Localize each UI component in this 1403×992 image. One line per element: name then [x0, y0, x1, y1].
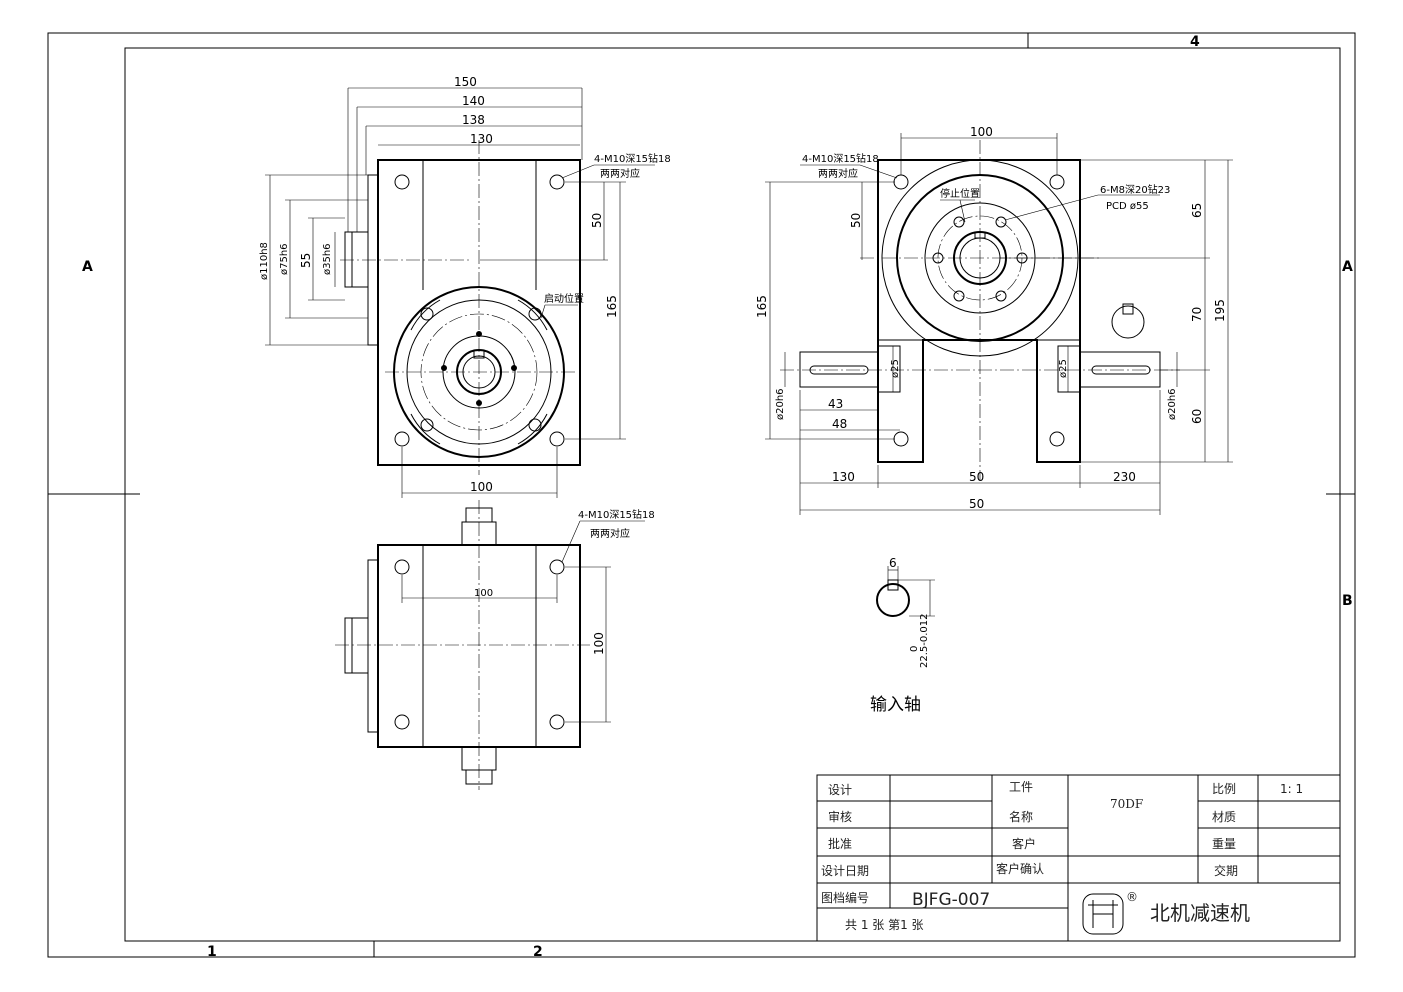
side-dim-70: 70: [1190, 307, 1204, 322]
front-dim-dia35: ø35h6: [322, 243, 333, 275]
tb-scale-value: 1: 1: [1280, 782, 1303, 796]
tb-drawing-no: BJFG-007: [912, 890, 990, 910]
tb-approve: 批准: [828, 836, 852, 851]
side-dim-50-right: 230: [1113, 470, 1136, 484]
side-dim-230: 50: [969, 497, 984, 511]
side-dim-dia25-left: ø25: [890, 359, 901, 378]
side-pcd-note: PCD ø55: [1106, 201, 1149, 212]
tb-company: 北机减速机: [1150, 901, 1250, 925]
tb-product: 70DF: [1110, 797, 1143, 811]
shaft-dim-6: 6: [889, 556, 897, 570]
bottom-bolt-note: 4-M10深15钻18: [578, 508, 655, 521]
front-view: 150 140 138 130 100 50 165 ø110h8 ø75h6 …: [259, 75, 671, 498]
side-dim-dia20-left: ø20h6: [775, 388, 786, 420]
zone-right-a: A: [1342, 259, 1353, 275]
front-dim-138: 138: [462, 113, 485, 127]
tb-registered-mark: ®: [1126, 890, 1138, 904]
side-view: 100 130 50 230 50 43 48 165 50 ø20h6 ø25…: [755, 125, 1233, 515]
front-dim-130: 130: [470, 132, 493, 146]
zone-right-b: B: [1342, 593, 1353, 609]
tb-delivery: 交期: [1214, 863, 1238, 878]
tb-material: 材质: [1212, 810, 1236, 824]
side-dim-50-left: 130: [832, 470, 855, 484]
side-dim-50: 50: [849, 213, 863, 228]
side-stop-note: 停止位置: [940, 187, 980, 200]
front-dim-100: 100: [470, 480, 493, 494]
side-dim-dia25-right: ø25: [1058, 359, 1069, 378]
zone-bottom-2: 2: [533, 944, 543, 960]
tb-design-date: 设计日期: [821, 864, 869, 878]
tb-drawing-no-label: 图档编号: [821, 890, 869, 905]
tb-weight: 重量: [1212, 837, 1236, 851]
side-bolt-note: 4-M10深15钻18: [802, 152, 879, 165]
bottom-bolt-sub: 两两对应: [590, 527, 630, 540]
side-dim-65: 65: [1190, 203, 1204, 218]
company-logo: [1082, 893, 1124, 935]
side-dim-195: 195: [1213, 299, 1227, 322]
side-bolt-sub: 两两对应: [818, 167, 858, 180]
shaft-dim-tol: 0: [909, 646, 920, 652]
tb-scale-label: 比例: [1212, 782, 1236, 796]
zone-top-4: 4: [1190, 34, 1200, 50]
tb-customer-confirm: 客户确认: [996, 861, 1044, 876]
side-dim-dia20-right: ø20h6: [1167, 388, 1178, 420]
front-dim-50: 50: [590, 213, 604, 228]
input-shaft-label: 输入轴: [870, 695, 921, 715]
front-start-note: 启动位置: [544, 292, 584, 305]
zone-left-a: A: [82, 259, 93, 275]
shaft-dim-depth: 22.5-0.012: [919, 613, 930, 668]
outer-frame: [47, 32, 1356, 958]
zone-bottom-1: 1: [207, 944, 217, 960]
front-dim-150: 150: [454, 75, 477, 89]
tb-review: 审核: [828, 809, 852, 824]
tb-name: 名称: [1009, 809, 1033, 824]
tb-customer: 客户: [1012, 836, 1036, 851]
front-dim-dia110: ø110h8: [259, 242, 270, 280]
title-block: 设计 审核 批准 设计日期 工件 名称 客户 客户确认 70DF 比例 1: 1…: [816, 774, 1341, 942]
side-dim-60: 60: [1190, 409, 1204, 424]
side-dim-130: 50: [969, 470, 984, 484]
inner-frame: [124, 47, 1341, 942]
bottom-view: 100 100 4-M10深15钻18 两两对应: [335, 500, 655, 790]
side-holes-note: 6-M8深20钻23: [1100, 183, 1170, 196]
shaft-section: 6 22.5-0.012 0 输入轴: [870, 556, 935, 715]
side-dim-165: 165: [755, 295, 769, 318]
side-dim-100: 100: [970, 125, 993, 139]
front-bolt-note: 4-M10深15钻18: [594, 152, 671, 165]
bottom-dim-100-h: 100: [474, 588, 493, 599]
front-dim-165: 165: [605, 295, 619, 318]
side-dim-48: 48: [832, 417, 847, 431]
front-bolt-sub: 两两对应: [600, 167, 640, 180]
front-dim-140: 140: [462, 94, 485, 108]
tb-sheets: 共 1 张 第1 张: [845, 918, 924, 932]
side-dim-43: 43: [828, 397, 843, 411]
tb-design: 设计: [828, 783, 852, 797]
front-dim-dia75: ø75h6: [279, 243, 290, 275]
front-dim-55: 55: [299, 253, 313, 268]
bottom-dim-100-v: 100: [592, 632, 606, 655]
tb-work: 工件: [1009, 780, 1033, 794]
